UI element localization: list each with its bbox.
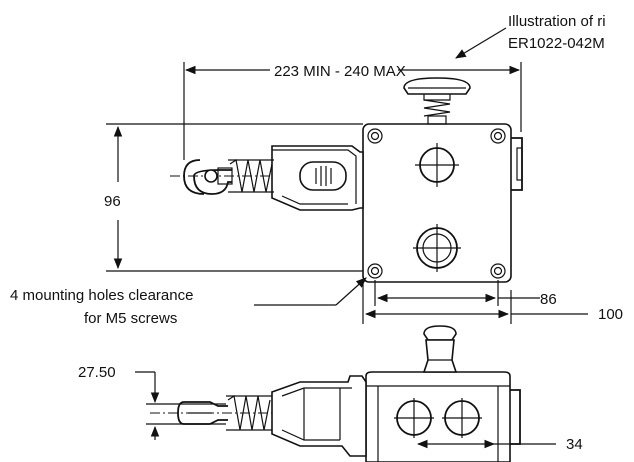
side-entry-left xyxy=(394,398,434,438)
holes-leader-diag xyxy=(335,277,367,306)
cable-entry-upper xyxy=(415,143,459,187)
cable-entry-lower xyxy=(413,224,461,272)
top-view: 223 MIN - 240 MAX 96 Illustration of ri … xyxy=(10,13,623,327)
height-dim-label: 96 xyxy=(104,193,121,210)
mounting-hole-br xyxy=(490,263,506,279)
side-entry-right xyxy=(442,398,482,438)
illustration-label-line1: Illustration of ri xyxy=(508,13,606,30)
eye-bolt xyxy=(183,159,233,195)
holes-label-line1: 4 mounting holes clearance xyxy=(10,287,193,304)
mounting-hole-bl xyxy=(367,263,383,279)
side-housing xyxy=(365,371,511,462)
length-dim-label: 223 MIN - 240 MAX xyxy=(274,63,406,80)
depth-label: 27.50 xyxy=(78,364,116,381)
tension-spring xyxy=(229,158,273,193)
mounting-hole-tr xyxy=(490,128,506,144)
illustration-label-line2: ER1022-042M xyxy=(508,35,605,52)
mounting-hole-tl xyxy=(367,128,383,144)
side-spacing-label: 34 xyxy=(566,436,583,453)
width-label: 100 xyxy=(598,306,623,323)
lever-arm xyxy=(271,145,364,211)
side-spring xyxy=(227,394,271,431)
hole-spacing-label: 86 xyxy=(540,291,557,308)
side-view: 27.50 34 xyxy=(78,325,583,462)
side-eye-bolt xyxy=(177,401,228,425)
side-connector-profile xyxy=(510,389,521,445)
reset-knob-side xyxy=(422,325,458,373)
illustration-leader xyxy=(455,27,507,59)
reset-knob-top xyxy=(403,77,471,125)
holes-label-line2: for M5 screws xyxy=(84,310,177,327)
